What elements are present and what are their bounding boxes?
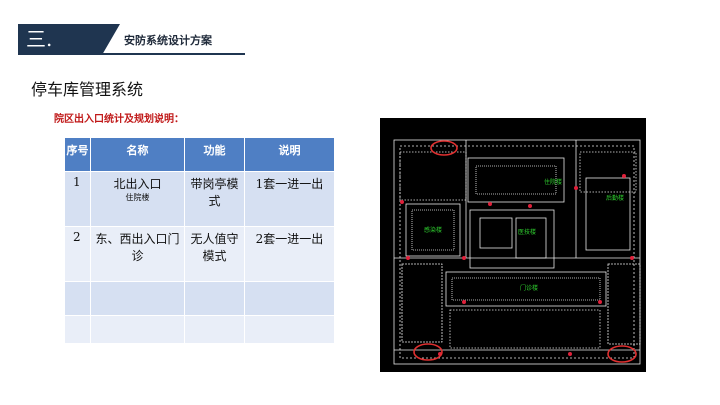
- cell-function: 无人值守模式: [184, 226, 245, 282]
- cell-name: 东、西出入口门诊: [90, 226, 185, 282]
- col-header-no: 序号: [64, 137, 91, 172]
- section-header: 三. 安防系统设计方案: [18, 24, 245, 55]
- cell-desc: 1套一进一出: [244, 171, 335, 227]
- cell-function: 带岗亭模式: [184, 171, 245, 227]
- map-label-inpatient: 住院楼: [544, 178, 562, 186]
- cell-name: 北出入口 住院楼: [90, 171, 185, 227]
- map-label-medtech: 医技楼: [518, 228, 536, 236]
- header-title: 安防系统设计方案: [124, 34, 212, 47]
- cell-name-text: 北出入口: [113, 177, 162, 191]
- col-header-function: 功能: [184, 137, 245, 172]
- cell-function: [184, 281, 245, 316]
- page-title: 停车库管理系统: [31, 80, 144, 99]
- map-label-infection: 感染楼: [424, 226, 442, 234]
- cell-desc: [244, 281, 335, 316]
- cell-desc: 2套一进一出: [244, 226, 335, 282]
- table-row: [64, 315, 335, 344]
- north-entrance-marker: [430, 140, 458, 156]
- table-row: 2 东、西出入口门诊 无人值守模式 2套一进一出: [64, 226, 335, 282]
- page-subtitle: 院区出入口统计及规划说明：: [54, 114, 184, 125]
- cell-desc: [244, 315, 335, 344]
- cell-no: 1: [64, 171, 91, 227]
- header-slant-decoration: [102, 24, 120, 55]
- table-row: [64, 281, 335, 316]
- cell-function: [184, 315, 245, 344]
- col-header-desc: 说明: [244, 137, 335, 172]
- table-header-row: 序号 名称 功能 说明: [64, 137, 335, 172]
- cell-no: [64, 281, 91, 316]
- site-plan-map: 住院楼 后勤楼 感染楼 医技楼 门诊楼: [380, 118, 646, 372]
- cell-name: [90, 315, 185, 344]
- cell-name: [90, 281, 185, 316]
- section-number: 三.: [18, 24, 102, 55]
- map-label-outpatient: 门诊楼: [520, 284, 538, 292]
- entrance-table: 序号 名称 功能 说明 1 北出入口 住院楼 带岗亭模式 1套一进一出 2 东、…: [64, 137, 335, 344]
- cell-no: 2: [64, 226, 91, 282]
- col-header-name: 名称: [90, 137, 185, 172]
- east-entrance-marker: [607, 345, 637, 363]
- map-label-logistics: 后勤楼: [606, 194, 624, 202]
- table-row: 1 北出入口 住院楼 带岗亭模式 1套一进一出: [64, 171, 335, 227]
- header-underline: [102, 53, 245, 55]
- cell-no: [64, 315, 91, 344]
- site-plan-drawing: 住院楼 后勤楼 感染楼 医技楼 门诊楼: [393, 139, 641, 365]
- cell-name-note: 住院楼: [125, 193, 150, 202]
- west-entrance-marker: [413, 343, 443, 361]
